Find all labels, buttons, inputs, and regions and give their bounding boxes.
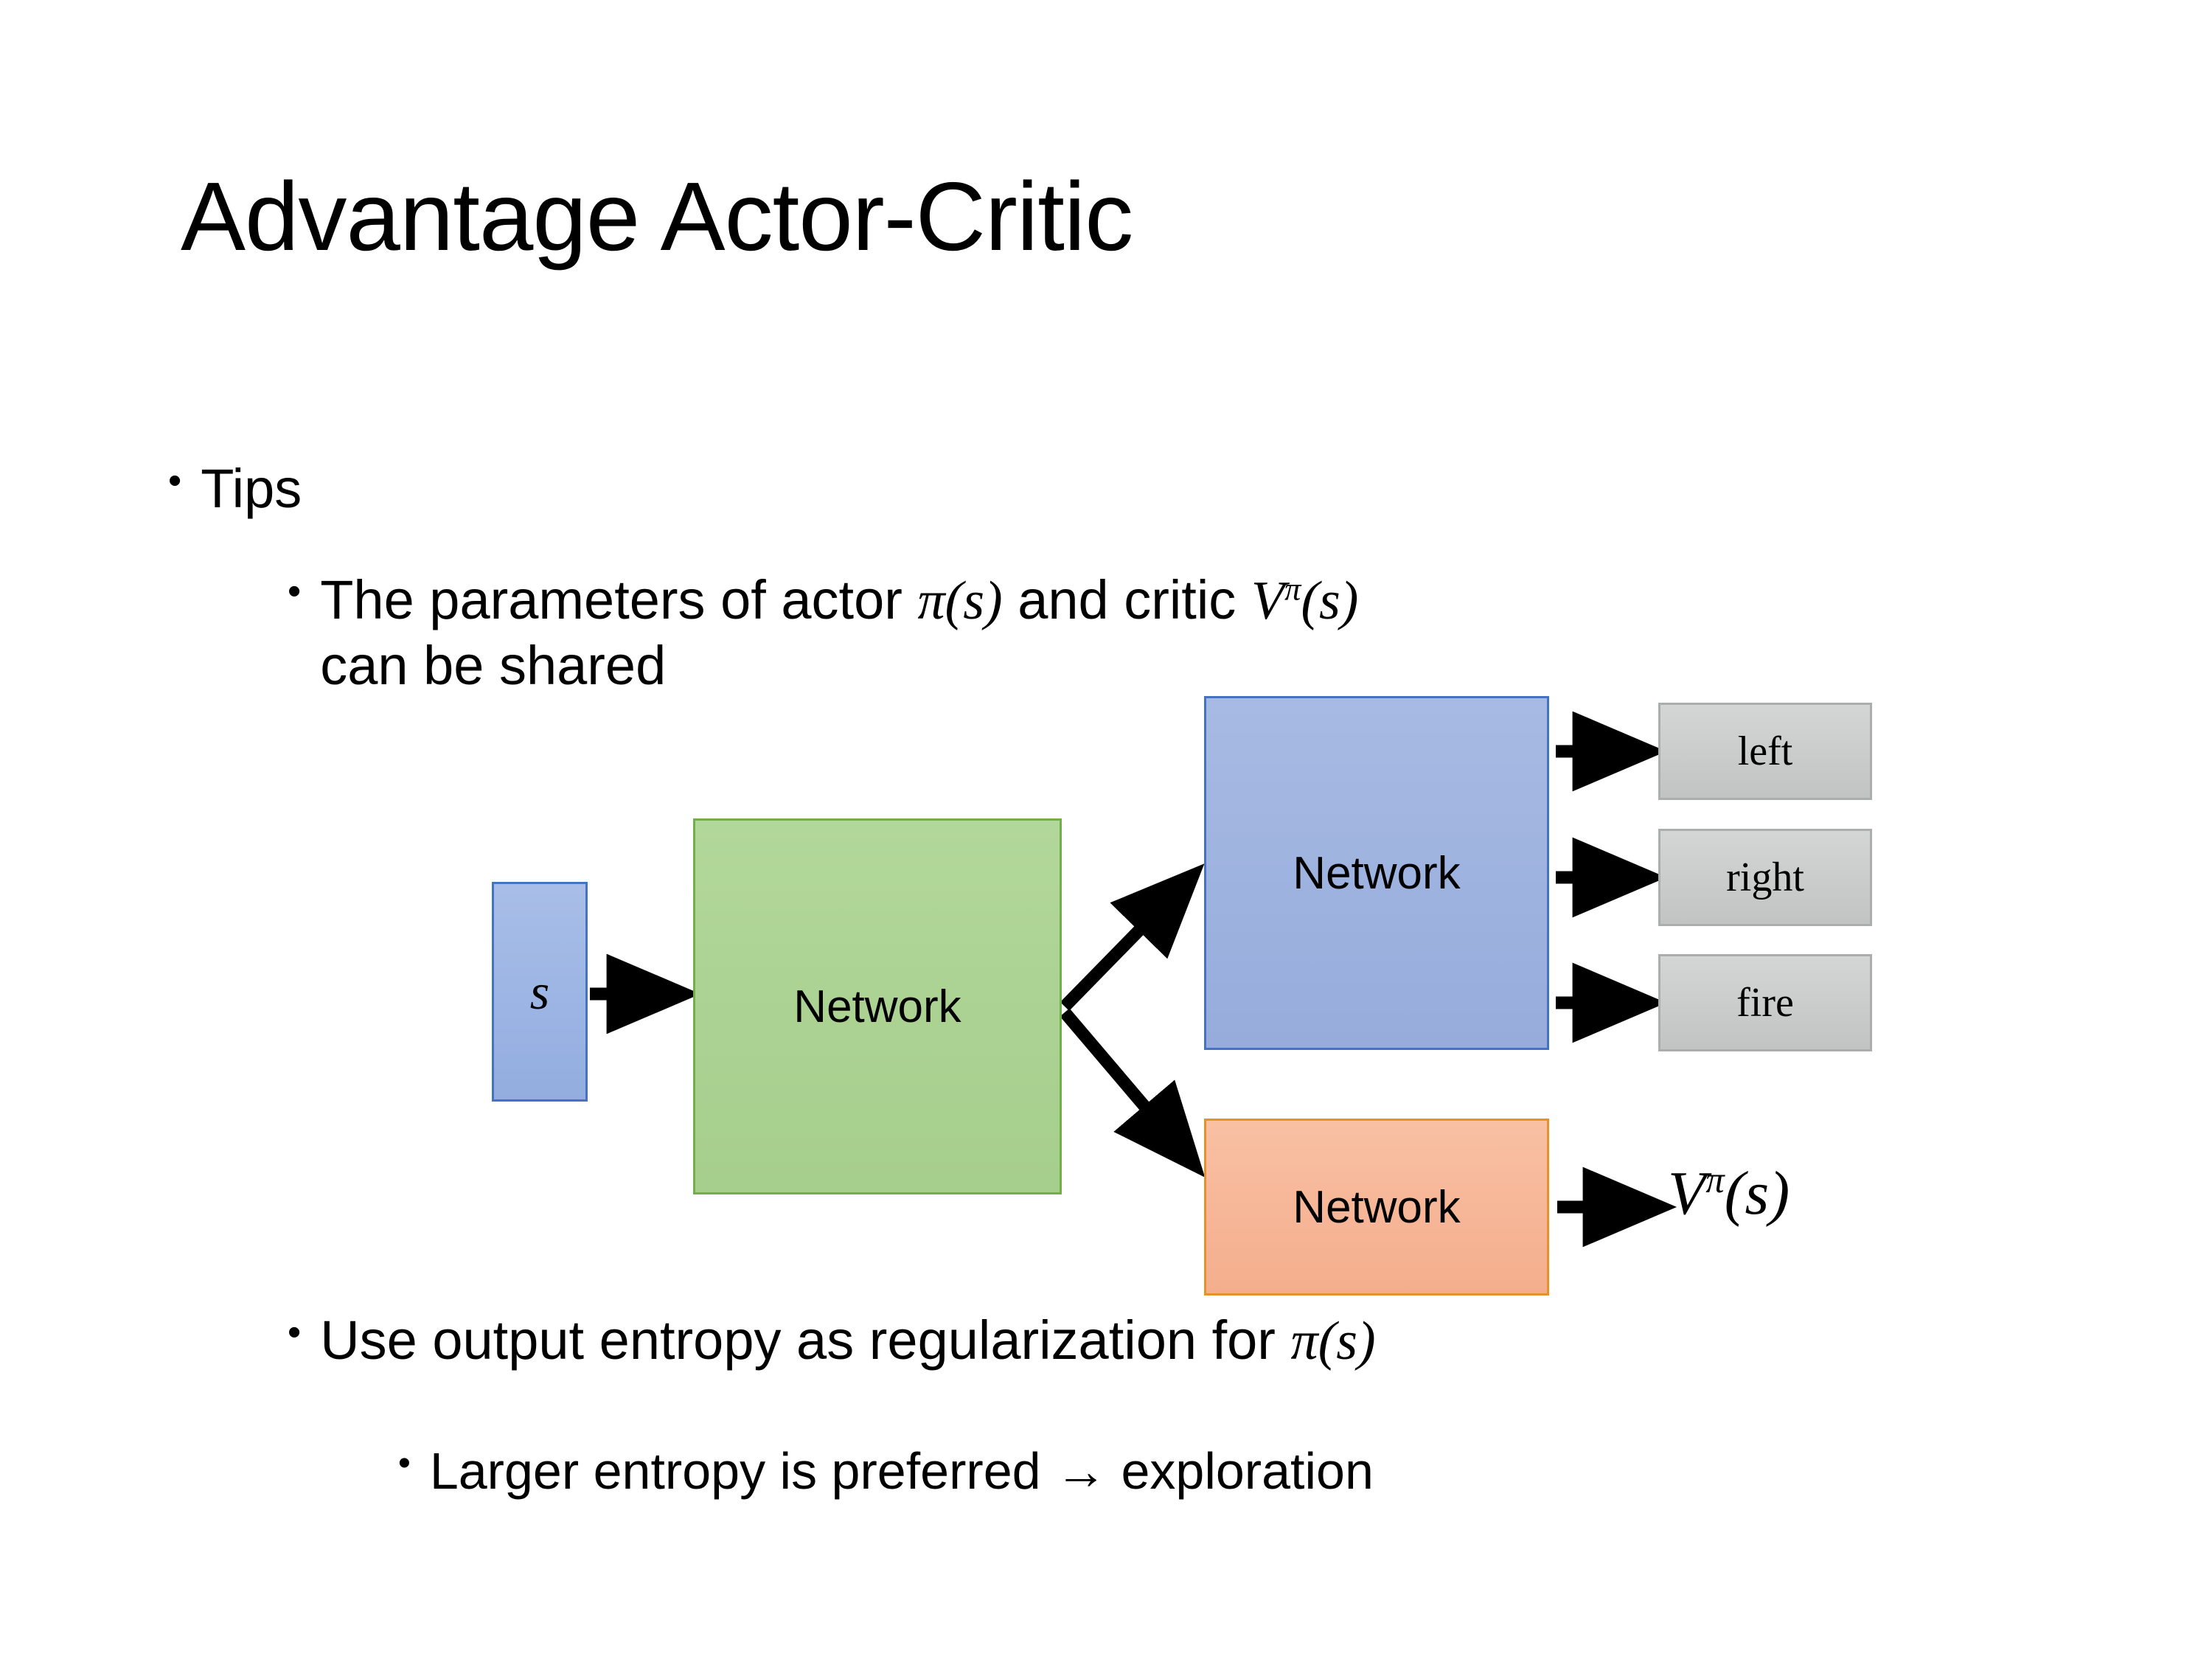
math-v-args: (s) bbox=[1301, 571, 1359, 631]
bullet-larger-entropy: • Larger entropy is preferred → explorat… bbox=[398, 1441, 1374, 1500]
bullet-entropy-text: Use output entropy as regularization for… bbox=[320, 1309, 1375, 1373]
bullet-entropy-regularization: • Use output entropy as regularization f… bbox=[288, 1309, 1376, 1373]
math-pi-args: (s) bbox=[945, 571, 1003, 631]
shared-network-label: Network bbox=[793, 981, 961, 1032]
bullet-marker-icon: • bbox=[288, 1311, 302, 1354]
critic-network-label: Network bbox=[1293, 1181, 1461, 1233]
page-title: Advantage Actor-Critic bbox=[181, 162, 1133, 271]
state-symbol-label: s bbox=[529, 963, 550, 1020]
action-output-right[interactable]: right bbox=[1658, 829, 1872, 926]
critic-network-box[interactable]: Network bbox=[1204, 1119, 1549, 1295]
bullet-shared-parameters: • The parameters of actor π(s) and criti… bbox=[288, 568, 2094, 698]
bullet-shared-parameters-text: The parameters of actor π(s) and critic … bbox=[320, 568, 2094, 698]
math-pi-symbol: π bbox=[1290, 1311, 1318, 1371]
math-pi-args: (s) bbox=[1318, 1311, 1376, 1371]
math-v-superscript-pi: π bbox=[1284, 570, 1301, 608]
shared-params-line2: can be shared bbox=[320, 635, 667, 697]
actor-network-box[interactable]: Network bbox=[1204, 696, 1549, 1050]
bullet-larger-entropy-label: Larger entropy is preferred → exploratio… bbox=[429, 1442, 1374, 1500]
bullet-marker-icon: • bbox=[168, 459, 182, 502]
action-output-left[interactable]: left bbox=[1658, 703, 1872, 800]
math-actor-policy: π(s) bbox=[917, 571, 1002, 631]
math-pi-symbol: π bbox=[917, 571, 945, 631]
bullet-tips-label: Tips bbox=[201, 458, 302, 519]
shared-params-line1-mid: and critic bbox=[1002, 569, 1251, 630]
action-output-fire[interactable]: fire bbox=[1658, 954, 1872, 1051]
value-superscript-pi: π bbox=[1705, 1159, 1725, 1200]
bullet-tips: • Tips bbox=[168, 457, 302, 520]
arrow-shared-network-to-actor-network bbox=[1060, 863, 1205, 1011]
shared-params-line1-pre: The parameters of actor bbox=[320, 569, 918, 630]
math-critic-value: Vπ(s) bbox=[1251, 570, 1359, 631]
shared-network-box[interactable]: Network bbox=[693, 818, 1062, 1194]
action-output-right-label: right bbox=[1726, 855, 1804, 900]
bullet-marker-icon: • bbox=[288, 570, 302, 613]
actor-network-label: Network bbox=[1293, 847, 1461, 899]
arrow-shared-network-to-critic-network bbox=[1060, 1008, 1206, 1178]
math-v-symbol: V bbox=[1251, 571, 1285, 631]
value-args: (s) bbox=[1724, 1159, 1790, 1228]
action-output-left-label: left bbox=[1737, 728, 1793, 774]
entropy-text-pre: Use output entropy as regularization for bbox=[320, 1310, 1291, 1371]
action-output-fire-label: fire bbox=[1736, 980, 1794, 1026]
math-entropy-policy: π(s) bbox=[1291, 1311, 1376, 1371]
state-input-box[interactable]: s bbox=[492, 882, 588, 1102]
value-base-symbol: V bbox=[1668, 1159, 1706, 1228]
value-function-output-label: Vπ(s) bbox=[1668, 1158, 1790, 1229]
bullet-marker-icon: • bbox=[398, 1444, 411, 1483]
